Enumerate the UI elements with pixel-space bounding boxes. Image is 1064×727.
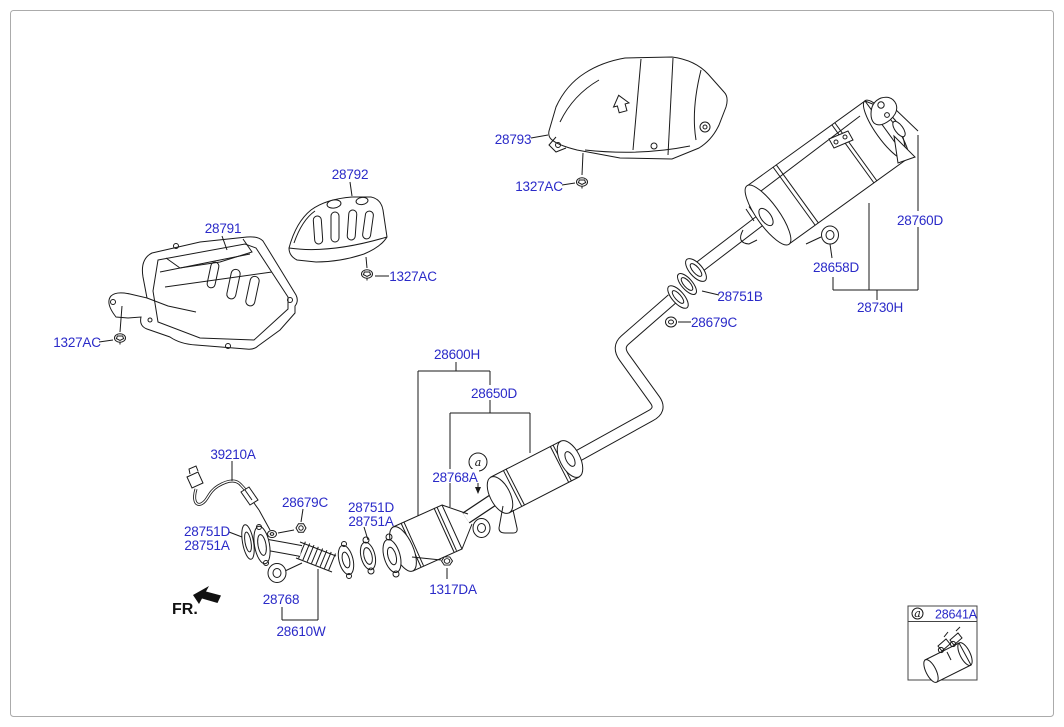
- label-28679c-right[interactable]: 28679C: [691, 315, 738, 330]
- label-1327ac-left[interactable]: 1327AC: [53, 335, 101, 350]
- gasket-28751-center: [359, 536, 377, 575]
- leader-lines: [98, 134, 720, 541]
- label-28791[interactable]: 28791: [205, 221, 242, 236]
- label-28792[interactable]: 28792: [332, 167, 369, 182]
- gasket-28751-left: [241, 524, 255, 560]
- label-28768a[interactable]: 28768A: [432, 470, 478, 485]
- fr-direction-indicator: FR.: [172, 586, 221, 618]
- bracket-lines-front-pipe: [281, 569, 319, 621]
- fr-label: FR.: [172, 601, 198, 618]
- label-28679c-left[interactable]: 28679C: [282, 495, 329, 510]
- label-28751b[interactable]: 28751B: [717, 289, 763, 304]
- bracket-lines-center-muffler: [417, 362, 531, 516]
- label-28650d[interactable]: 28650D: [471, 386, 518, 401]
- label-28768[interactable]: 28768: [263, 592, 300, 607]
- clamp-28641a-drawing: [923, 626, 973, 683]
- page-border: [10, 10, 1054, 717]
- hanger-rubber-28658d: [805, 225, 839, 290]
- label-28610w[interactable]: 28610W: [276, 624, 326, 639]
- callout-a-letter: a: [475, 456, 482, 469]
- label-28793[interactable]: 28793: [495, 132, 532, 147]
- intermediate-pipe: [573, 285, 689, 463]
- heat-shield-center-28792: [288, 196, 388, 263]
- gasket-28751b-and-flanges: [677, 258, 707, 295]
- center-muffler-28650d: [472, 440, 584, 538]
- label-28600h[interactable]: 28600H: [434, 347, 480, 362]
- oxygen-sensor-39210a: [186, 465, 271, 531]
- legend-part-number[interactable]: 28641A: [935, 608, 978, 622]
- label-1327ac-top[interactable]: 1327AC: [515, 179, 563, 194]
- label-28751a-left[interactable]: 28751A: [184, 538, 230, 553]
- label-28751d-mid[interactable]: 28751D: [348, 500, 395, 515]
- legend-a-letter: a: [914, 607, 921, 620]
- bolt-1327ac-mid: [361, 269, 373, 281]
- label-28751a-mid[interactable]: 28751A: [348, 514, 394, 529]
- label-1317da[interactable]: 1317DA: [429, 582, 477, 597]
- nut-1317da: [411, 556, 454, 579]
- label-28730h[interactable]: 28730H: [857, 300, 903, 315]
- fr-arrow-icon: [193, 586, 221, 604]
- front-pipe-inlet: [253, 524, 303, 566]
- label-1327ac-mid[interactable]: 1327AC: [389, 269, 437, 284]
- grommet-28679c-left: [277, 523, 307, 534]
- hanger-bushing-28679c-right: [665, 316, 677, 328]
- hanger-rubber-28768: [267, 562, 303, 583]
- flex-pipe-section: [295, 541, 355, 579]
- bolt-1327ac-left: [114, 333, 126, 345]
- label-39210a[interactable]: 39210A: [210, 447, 256, 462]
- heat-shield-front-28791: [108, 236, 298, 350]
- label-28760d[interactable]: 28760D: [897, 213, 944, 228]
- label-28658d[interactable]: 28658D: [813, 260, 860, 275]
- legend-box: a 28641A: [907, 605, 978, 683]
- rear-muffler-28760d: [694, 96, 916, 273]
- bolt-1327ac-top: [576, 177, 588, 189]
- part-labels: 28791 28792 28793 1327AC 1327AC 1327AC 2…: [53, 132, 945, 639]
- clamp-callout-marker: a: [468, 452, 488, 494]
- label-28751d-left[interactable]: 28751D: [184, 524, 231, 539]
- heat-shield-rear-28793: [548, 56, 728, 160]
